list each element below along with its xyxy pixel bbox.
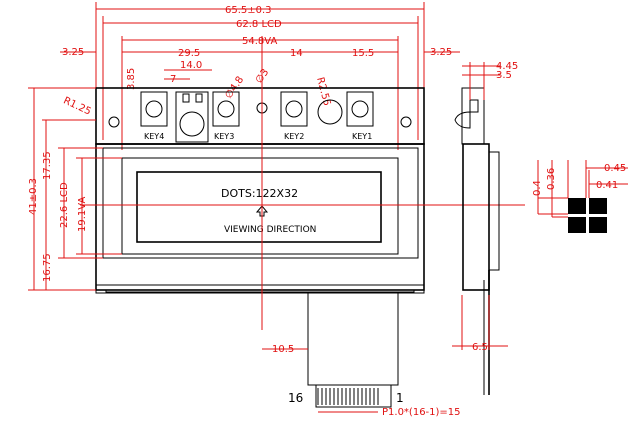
fpc-pins [317,388,379,405]
dim-pixel-c: 0.36 [546,168,557,190]
key1-label: KEY1 [352,132,372,141]
key3-button[interactable] [212,91,240,127]
dim-total-height: 41±0.3 [28,178,39,215]
dim-lcd-height: 17.35 [42,151,53,180]
key2-button[interactable] [280,91,308,127]
key1-button[interactable] [346,91,374,127]
pixel-detail: 0.45 0.41 0.36 0.4 [532,160,628,233]
dim-key-span-left: 29.5 [178,48,200,59]
key2-label: KEY2 [284,132,304,141]
dim-key-height: 3.85 [126,68,137,90]
dim-va-height: 19.1VA [77,197,88,232]
dim-key-span-right: 15.5 [352,48,374,59]
dim-lcd-width: 62.8 LCD [236,19,282,30]
side-view: 4.45 3.5 6.5 [452,61,518,395]
left-dimensions: 41±0.3 17.35 22.6 LCD 19.1VA 16.75 [28,87,122,291]
dim-pixel-a: 0.45 [604,163,626,174]
pcb-board: KEY4 KEY3 KEY2 KEY1 [95,87,425,145]
lcd-body: DOTS:122X32 VIEWING DIRECTION [95,143,425,294]
dim-overall-width: 65.5±0.3 [225,5,272,16]
viewing-direction-label: VIEWING DIRECTION [224,225,316,235]
dim-led-span: 14.0 [180,60,202,71]
dim-bottom-height: 16.75 [42,253,53,282]
key3-label: KEY3 [214,132,234,141]
pin-last-label: 1 [396,391,404,405]
fpc-cable: 16 1 10.5 P1.0*(16-1)=15 [262,292,461,418]
key4-button[interactable] [140,91,168,127]
top-dimensions: 65.5±0.3 62.8 LCD 54.8VA 3.25 3.25 29.5 … [60,2,460,150]
dim-side-mid: 3.5 [496,70,512,81]
dim-pixel-d: 0.4 [532,180,543,196]
dim-key-span-mid: 14 [290,48,303,59]
dim-pitch: P1.0*(16-1)=15 [382,407,461,418]
dim-pixel-b: 0.41 [596,180,618,191]
dim-right-margin: 3.25 [430,47,452,58]
key4-label: KEY4 [144,132,164,141]
dim-fpc-offset: 10.5 [272,344,294,355]
dim-lcd-h2: 22.6 LCD [59,182,70,228]
pin-first-label: 16 [288,391,303,405]
dim-corner-radius: R1.25 [61,95,92,117]
dim-va-width: 54.8VA [242,36,277,47]
dim-side-bottom: 6.5 [472,342,488,353]
dots-label: DOTS:122X32 [221,187,298,200]
led-component [175,91,209,143]
dim-side-top: 4.45 [496,61,518,72]
dim-left-margin: 3.25 [62,47,84,58]
dim-led-sub: 7 [170,74,176,85]
